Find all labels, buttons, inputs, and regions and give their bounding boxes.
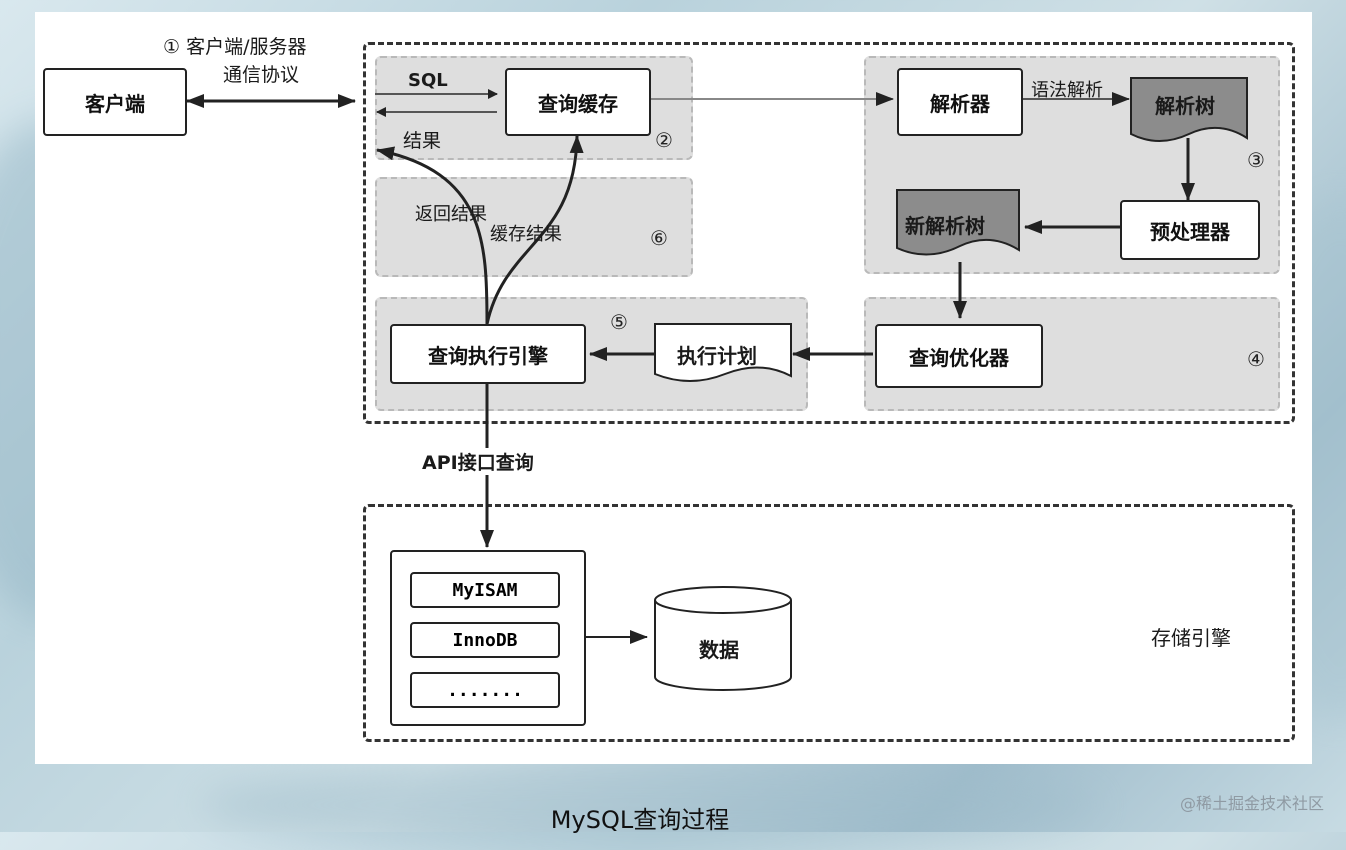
query-cache-box: 查询缓存 bbox=[505, 68, 651, 136]
sql-label: SQL bbox=[408, 70, 448, 91]
api-query-label: API接口查询 bbox=[420, 448, 536, 475]
stage6-marker: ⑥ bbox=[650, 226, 668, 250]
execution-engine-label: 查询执行引擎 bbox=[428, 343, 548, 368]
new-parse-tree-label: 新解析树 bbox=[905, 214, 985, 238]
engine-more: ....... bbox=[410, 672, 560, 708]
protocol-label-line2: 通信协议 bbox=[223, 64, 300, 86]
query-cache-label: 查询缓存 bbox=[538, 91, 618, 116]
client-box: 客户端 bbox=[43, 68, 187, 136]
diagram-canvas: 客户端 ① 客户端/服务器 通信协议 SQL 结果 查询缓存 ② 解析器 语法解… bbox=[35, 12, 1312, 764]
server-layer-container bbox=[363, 42, 1295, 424]
connector-arrows bbox=[186, 77, 1248, 691]
stage5-marker: ⑤ bbox=[610, 310, 628, 334]
storage-layer-container bbox=[363, 504, 1295, 742]
result-label: 结果 bbox=[403, 130, 442, 152]
parse-tree-label: 解析树 bbox=[1155, 94, 1215, 118]
execution-plan-label: 执行计划 bbox=[677, 344, 757, 368]
stage3-marker: ③ bbox=[1247, 148, 1265, 172]
watermark: @稀土掘金技术社区 bbox=[1179, 794, 1324, 813]
data-label: 数据 bbox=[699, 638, 739, 662]
parser-label: 解析器 bbox=[930, 91, 990, 116]
cache-result-label: 缓存结果 bbox=[490, 224, 562, 245]
stage4-marker: ④ bbox=[1247, 347, 1265, 371]
syntax-parse-label: 语法解析 bbox=[1031, 80, 1103, 101]
execution-engine-box: 查询执行引擎 bbox=[390, 324, 586, 384]
optimizer-box: 查询优化器 bbox=[875, 324, 1043, 388]
preprocessor-box: 预处理器 bbox=[1120, 200, 1260, 260]
engine-innodb: InnoDB bbox=[410, 622, 560, 658]
protocol-label-line1: ① 客户端/服务器 bbox=[163, 36, 307, 58]
engine-myisam: MyISAM bbox=[410, 572, 560, 608]
preprocessor-label: 预处理器 bbox=[1150, 219, 1230, 244]
return-result-label: 返回结果 bbox=[415, 204, 487, 225]
storage-engine-label: 存储引擎 bbox=[1151, 626, 1231, 650]
figure-caption: MySQL查询过程 bbox=[550, 806, 730, 834]
client-label: 客户端 bbox=[85, 91, 145, 116]
stage2-marker: ② bbox=[655, 128, 673, 152]
optimizer-label: 查询优化器 bbox=[909, 345, 1009, 370]
parser-box: 解析器 bbox=[897, 68, 1023, 136]
stage6-region bbox=[375, 177, 693, 277]
